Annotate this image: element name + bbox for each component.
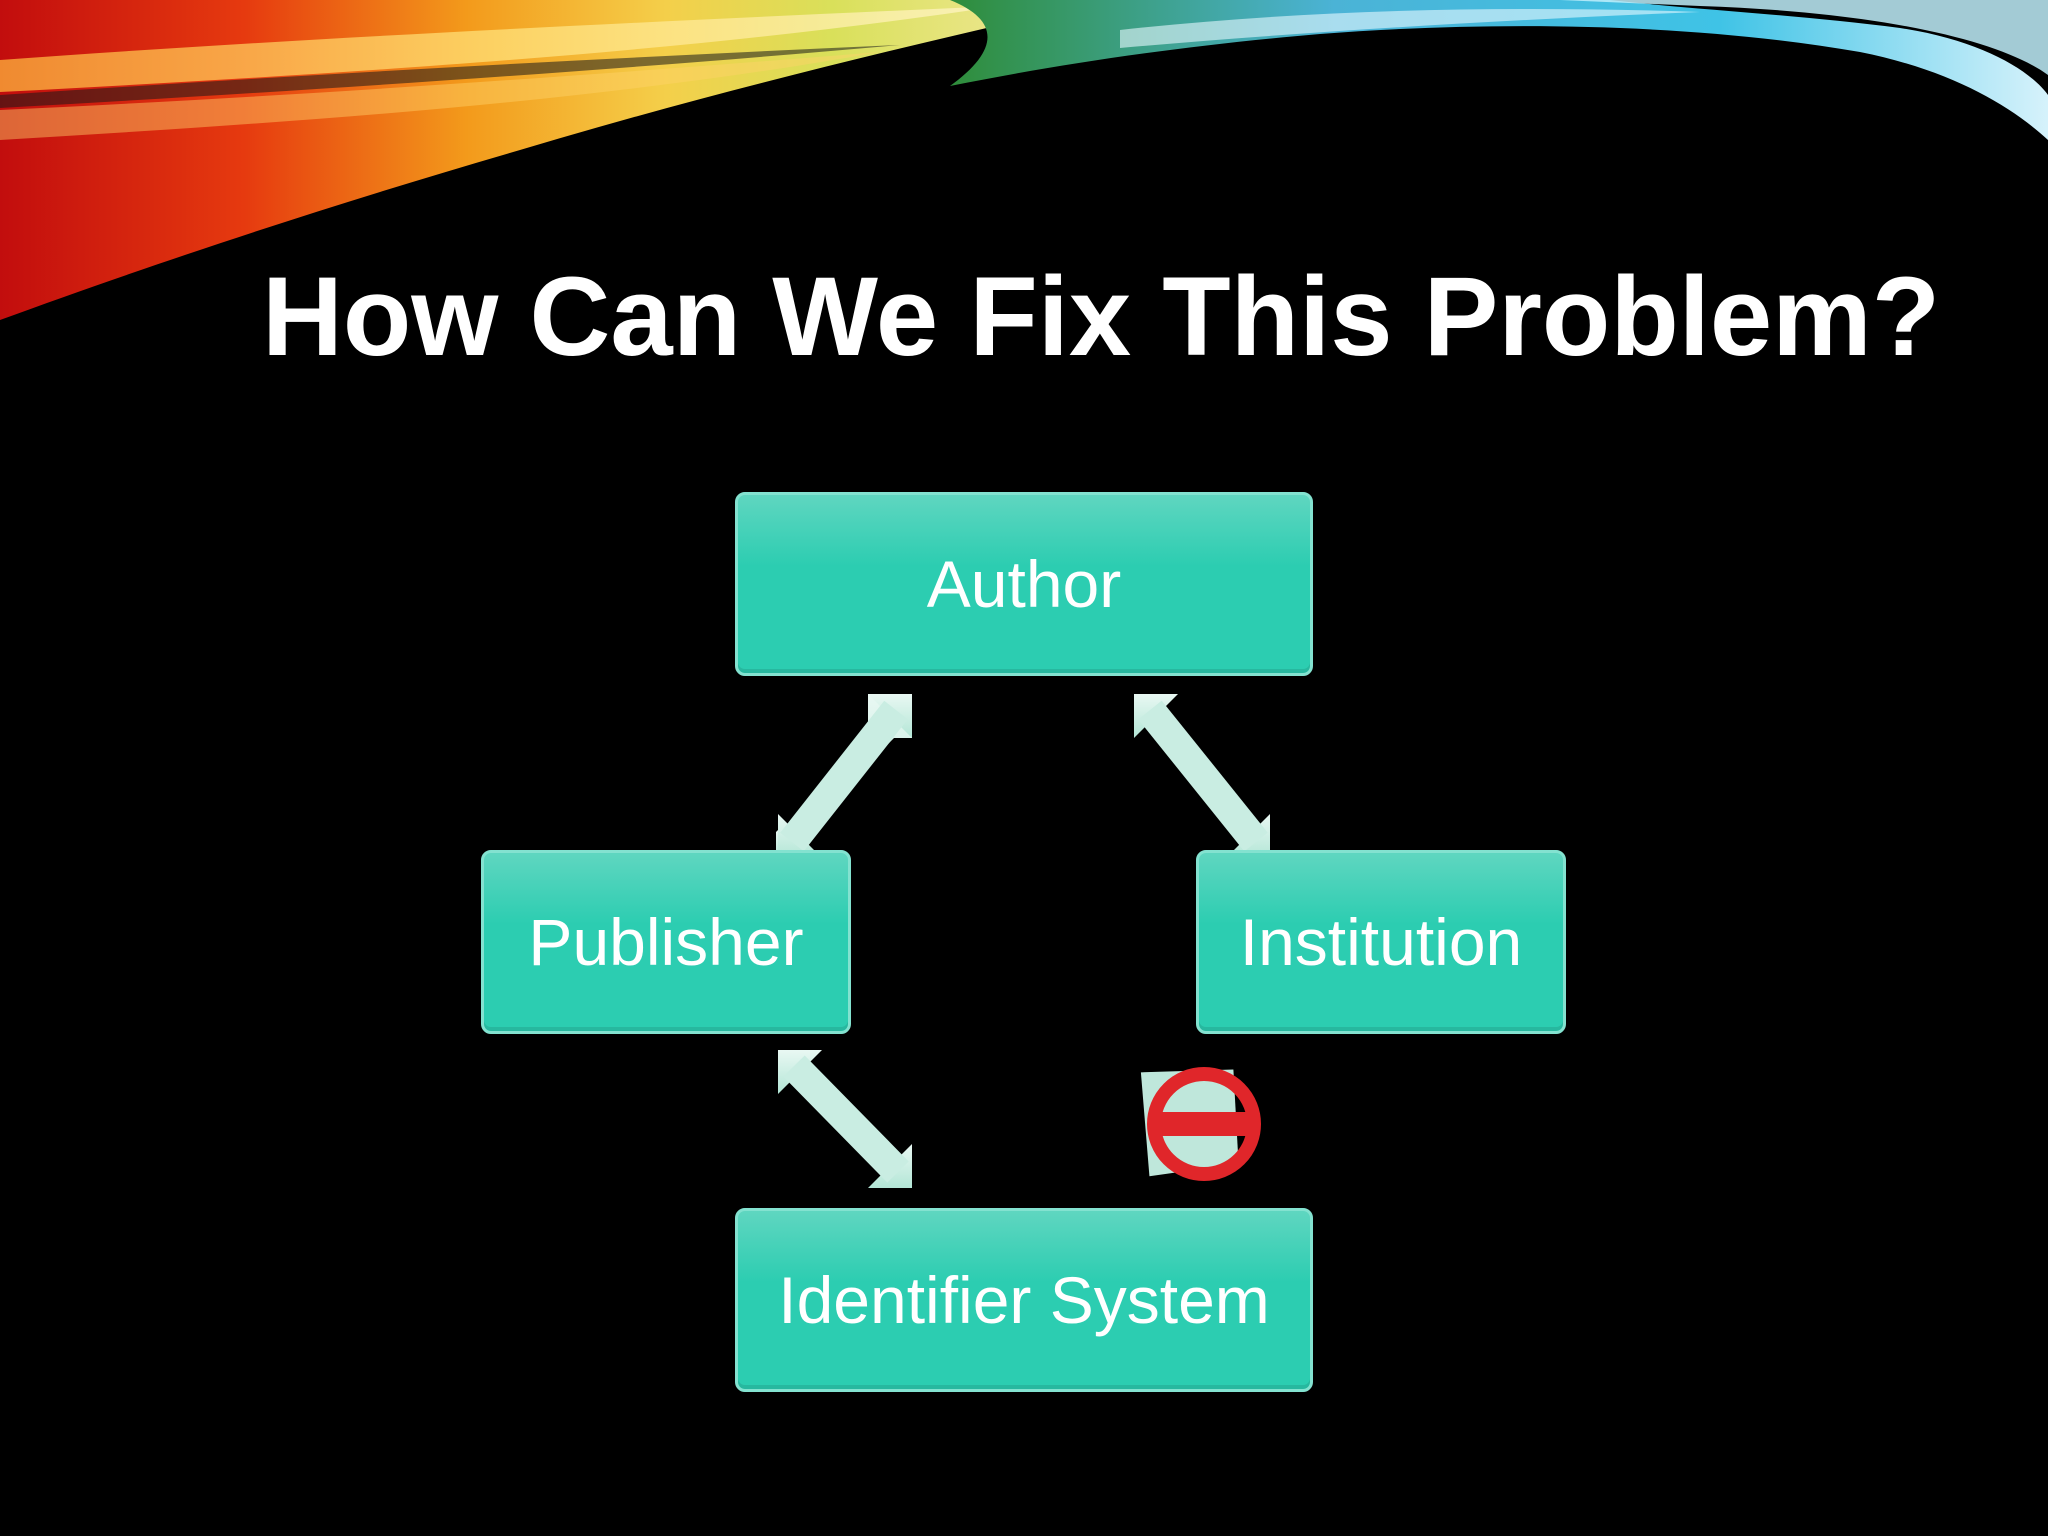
edge-publisher-identifier-arrow — [778, 1050, 912, 1188]
node-author: Author — [735, 492, 1313, 676]
node-publisher: Publisher — [481, 850, 851, 1034]
slide-title: How Can We Fix This Problem? — [262, 254, 1941, 379]
node-identifier-system: Identifier System — [735, 1208, 1313, 1392]
edge-institution-identifier-blocked — [1140, 1067, 1261, 1181]
node-author-label: Author — [926, 547, 1122, 621]
decorative-swoosh-banner — [0, 0, 2048, 320]
node-institution-label: Institution — [1239, 905, 1523, 979]
node-publisher-label: Publisher — [528, 905, 804, 979]
no-entry-icon — [1147, 1067, 1261, 1181]
node-institution: Institution — [1196, 850, 1566, 1034]
edge-author-publisher-arrow — [776, 694, 912, 858]
edge-author-institution-arrow — [1134, 694, 1270, 858]
node-identifier-system-label: Identifier System — [778, 1263, 1270, 1337]
